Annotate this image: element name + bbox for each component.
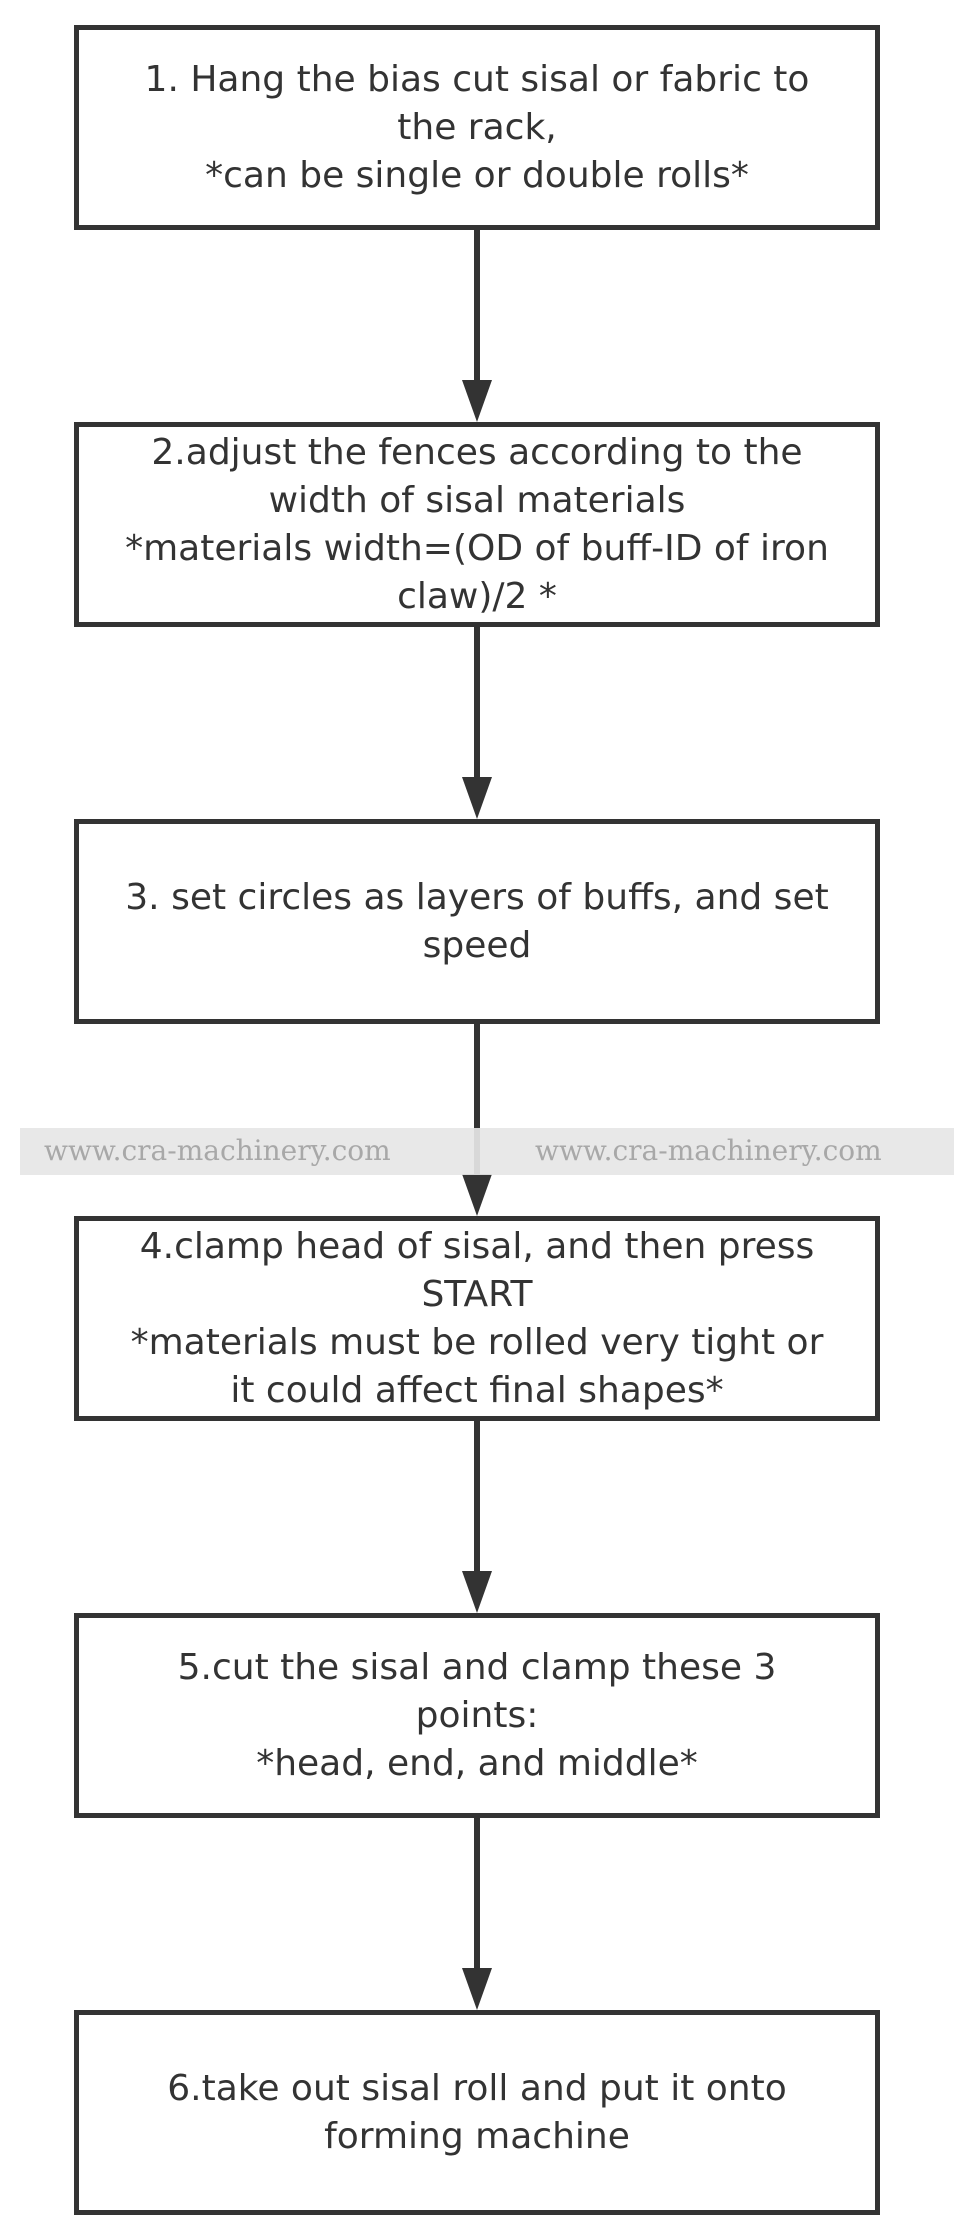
- step-5-box: 5.cut the sisal and clamp these 3 points…: [74, 1613, 880, 1818]
- step-3-text: 3. set circles as layers of buffs, and s…: [125, 874, 828, 970]
- step-2-line-2: width of sisal materials: [268, 479, 686, 521]
- arrowhead-3: [462, 1174, 492, 1216]
- step-2-text: 2.adjust the fences according to the wid…: [125, 429, 829, 621]
- step-5-line-1: 5.cut the sisal and clamp these 3: [177, 1646, 777, 1688]
- step-6-text: 6.take out sisal roll and put it onto fo…: [167, 2065, 787, 2161]
- watermark-band: [20, 1128, 954, 1175]
- watermark-left: www.cra-machinery.com: [44, 1134, 391, 1167]
- step-2-line-3: *materials width=(OD of buff-ID of iron: [125, 527, 829, 569]
- arrowhead-4: [462, 1571, 492, 1613]
- step-6-line-2: forming machine: [324, 2115, 630, 2157]
- step-6-line-1: 6.take out sisal roll and put it onto: [167, 2067, 787, 2109]
- step-4-line-2: START: [421, 1273, 533, 1315]
- step-5-text: 5.cut the sisal and clamp these 3 points…: [178, 1644, 777, 1788]
- step-4-line-3: *materials must be rolled very tight or: [130, 1321, 824, 1363]
- step-2-line-4: claw)/2 *: [397, 575, 557, 617]
- step-1-line-1: 1. Hang the bias cut sisal or fabric to: [144, 58, 810, 100]
- step-6-box: 6.take out sisal roll and put it onto fo…: [74, 2010, 880, 2215]
- step-1-line-3: *can be single or double rolls*: [205, 154, 749, 196]
- step-4-box: 4.clamp head of sisal, and then press ST…: [74, 1216, 880, 1421]
- step-4-line-1: 4.clamp head of sisal, and then press: [139, 1225, 815, 1267]
- step-4-text: 4.clamp head of sisal, and then press ST…: [131, 1223, 824, 1415]
- step-2-line-1: 2.adjust the fences according to the: [151, 431, 803, 473]
- arrowhead-5: [462, 1968, 492, 2010]
- step-1-box: 1. Hang the bias cut sisal or fabric to …: [74, 25, 880, 230]
- arrowhead-1: [462, 380, 492, 422]
- step-5-line-3: *head, end, and middle*: [256, 1742, 698, 1784]
- step-3-line-2: speed: [422, 924, 532, 966]
- step-3-line-1: 3. set circles as layers of buffs, and s…: [125, 876, 829, 918]
- step-5-line-2: points:: [415, 1694, 539, 1736]
- watermark-right: www.cra-machinery.com: [535, 1134, 882, 1167]
- step-3-box: 3. set circles as layers of buffs, and s…: [74, 819, 880, 1024]
- step-1-line-2: the rack,: [397, 106, 557, 148]
- step-4-line-4: it could affect final shapes*: [230, 1369, 724, 1411]
- step-1-text: 1. Hang the bias cut sisal or fabric to …: [145, 56, 810, 200]
- arrowhead-2: [462, 777, 492, 819]
- step-2-box: 2.adjust the fences according to the wid…: [74, 422, 880, 627]
